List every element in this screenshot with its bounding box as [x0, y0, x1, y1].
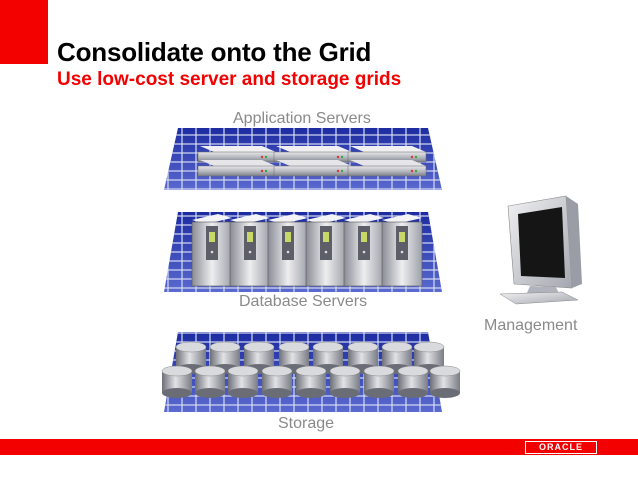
rack-server-icon: [197, 145, 427, 177]
storage-label: Storage: [278, 415, 335, 432]
management-label: Management: [484, 317, 578, 334]
oracle-logo: ORACLE: [525, 441, 597, 454]
monitor-icon: [499, 195, 582, 305]
slide-subtitle: Use low-cost server and storage grids: [57, 69, 402, 90]
database-servers-label: Database Servers: [239, 293, 368, 310]
tower-server-icon: [191, 213, 423, 287]
title-accent-block: [0, 0, 48, 64]
footer-bar: [0, 439, 638, 455]
storage-disk-icon: [161, 341, 461, 399]
slide-title: Consolidate onto the Grid: [57, 37, 372, 67]
application-servers-label: Application Servers: [233, 110, 371, 127]
